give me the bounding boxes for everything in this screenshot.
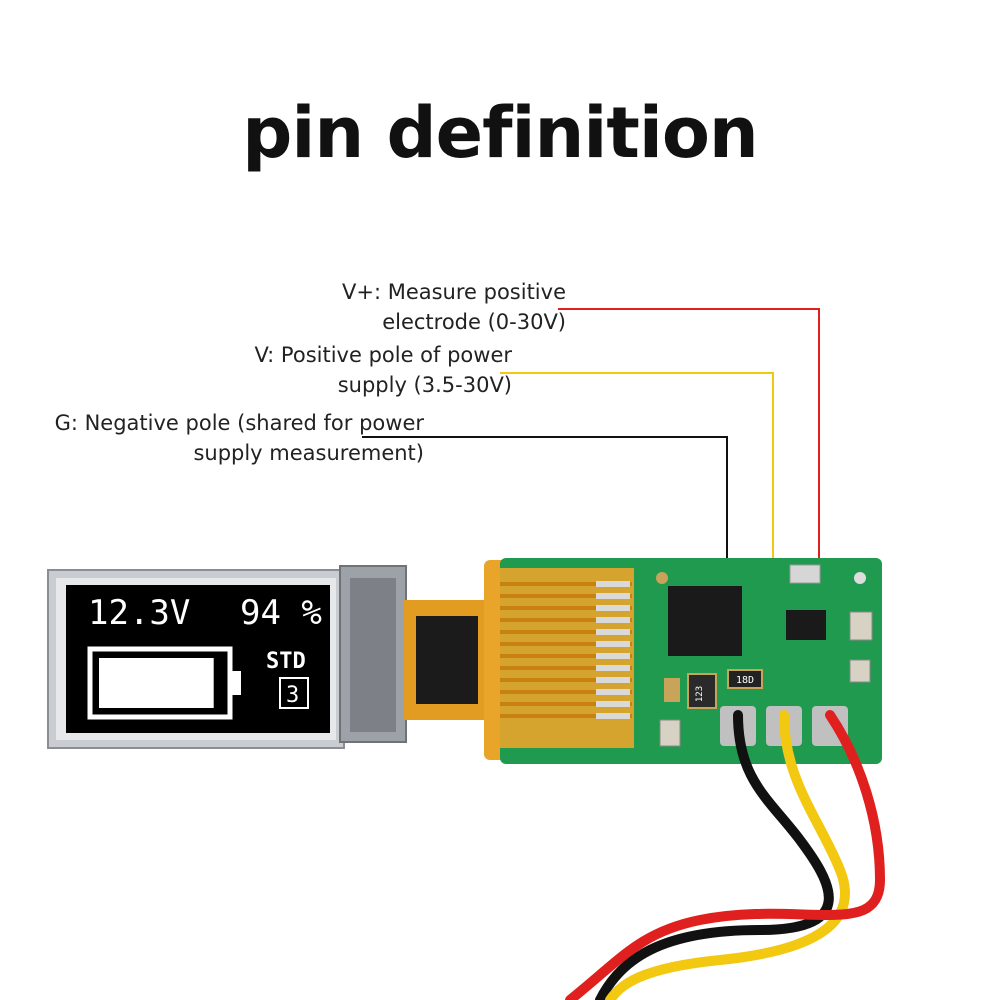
solder-pad — [596, 641, 630, 647]
pin-label-g: G: Negative pole (shared for power suppl… — [55, 408, 424, 468]
oled-level: 3 — [286, 683, 299, 708]
battery-level-fill — [99, 658, 214, 708]
pin-label-v: V: Positive pole of power supply (3.5-30… — [255, 340, 512, 400]
chip-label-2: 18D — [736, 675, 754, 686]
oled-mode: STD — [266, 649, 306, 674]
wire-black — [595, 710, 834, 1000]
pin-label-vplus-line2: electrode (0-30V) — [382, 310, 566, 334]
solder-pad — [596, 689, 630, 695]
pin-label-g-line1: G: Negative pole (shared for power — [54, 411, 424, 435]
oled-percent: 94 % — [240, 593, 322, 633]
wire-yellow — [605, 710, 850, 1000]
pin-label-vplus: V+: Measure positive electrode (0-30V) — [342, 277, 566, 337]
solder-pad — [596, 629, 630, 635]
page-title: pin definition — [242, 92, 759, 174]
flex-traces — [500, 581, 632, 719]
wire-red — [565, 710, 886, 1000]
solder-pad — [596, 581, 630, 587]
pin-label-g-line2: supply measurement) — [193, 441, 424, 465]
solder-pad — [596, 665, 630, 671]
solder-pad — [596, 713, 630, 719]
pin-label-vplus-line1: V+: Measure positive — [341, 280, 566, 304]
oled-level-box — [279, 677, 309, 709]
battery-icon — [87, 646, 241, 720]
pin-label-v-line1: V: Positive pole of power — [254, 343, 512, 367]
pin-label-v-line2: supply (3.5-30V) — [337, 373, 512, 397]
chip-label-1: 123 — [695, 686, 705, 702]
oled-display: 12.3V 94 % STD 3 — [47, 565, 490, 749]
solder-pad — [596, 593, 630, 599]
chip-ic — [668, 586, 742, 656]
pcb-board: 123 18D — [484, 558, 882, 764]
oled-voltage: 12.3V — [88, 593, 190, 633]
solder-pad — [596, 617, 630, 623]
solder-pad — [596, 653, 630, 659]
solder-pad — [596, 605, 630, 611]
solder-pad — [596, 677, 630, 683]
solder-pad — [596, 701, 630, 707]
